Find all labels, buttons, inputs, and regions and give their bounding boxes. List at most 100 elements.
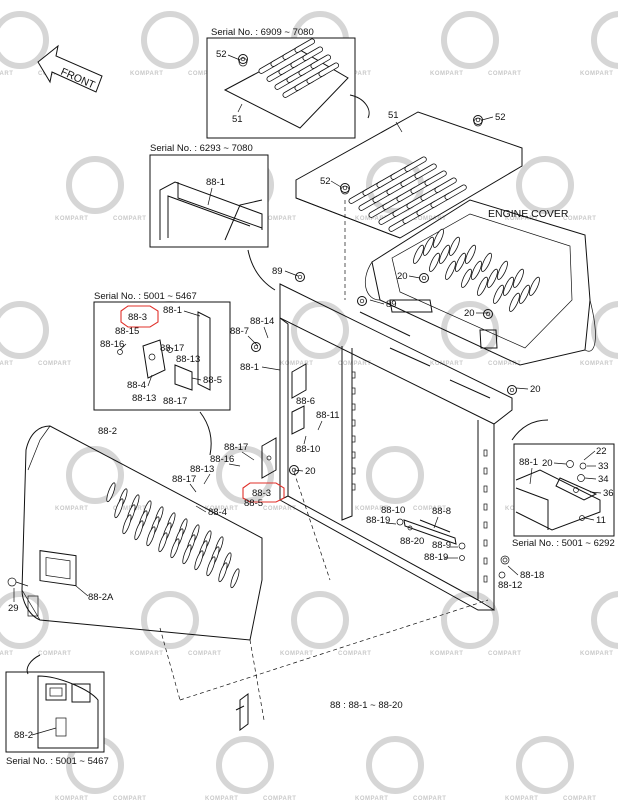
watermark-text: KOMPART <box>0 651 13 657</box>
watermark-text: KOMPART <box>130 71 163 77</box>
vent-slot <box>513 268 524 288</box>
label-20-right: 20 <box>530 384 541 395</box>
frame-hole <box>351 483 356 491</box>
frame-hole <box>351 419 356 427</box>
label-88-7: 88-7 <box>230 326 249 337</box>
label-88-2a: 88-2A <box>88 592 114 603</box>
watermark-text: COMPART <box>263 506 296 512</box>
frame-hole <box>483 485 488 493</box>
label-88-9: 88-9 <box>432 540 451 551</box>
bolt-icon <box>483 309 493 319</box>
vent-slot <box>134 520 144 541</box>
watermark-ring <box>366 736 424 794</box>
watermark-text: COMPART <box>113 796 146 800</box>
bolt-icon <box>289 465 299 475</box>
watermark-text: KOMPART <box>505 796 538 800</box>
label-88-3-highlight: 88-3 <box>128 312 147 323</box>
vent-slot <box>461 268 472 288</box>
watermark-text: COMPART <box>488 361 521 367</box>
label-88-4: 88-4 <box>127 380 146 391</box>
vent-slot <box>146 526 156 547</box>
label-88-17-d: 88-17 <box>172 474 196 485</box>
vent-slot <box>487 268 498 288</box>
watermark-ring <box>591 301 618 359</box>
watermark-ring <box>441 11 499 69</box>
watermark-text: KOMPART <box>355 216 388 222</box>
label-36: 36 <box>603 488 614 499</box>
watermark-ring <box>366 446 424 504</box>
vent-slot <box>429 252 440 272</box>
bolt-icon <box>485 311 491 317</box>
watermark-ring <box>591 591 618 649</box>
watermark-text: COMPART <box>38 71 71 77</box>
vent-slot <box>194 550 204 571</box>
frame-labels: 89 89 20 20 20 88-7 88-14 88-1 88-6 88-1… <box>98 266 541 518</box>
engine-cover: ENGINE COVER <box>364 199 596 366</box>
engine-cover-label: ENGINE COVER <box>488 208 569 220</box>
label-88-8: 88-8 <box>432 506 451 517</box>
label-52: 52 <box>216 49 227 60</box>
vent-slot <box>471 260 482 280</box>
bolt-icon <box>253 344 259 350</box>
watermark-text: COMPART <box>338 651 371 657</box>
inset-top: Serial No. : 6909 ~ 7080 52 51 <box>206 27 356 139</box>
label-51-main: 51 <box>388 110 399 121</box>
label-88-12: 88-12 <box>498 580 522 591</box>
label-88-17: 88-17 <box>160 343 184 354</box>
watermark-text: COMPART <box>113 506 146 512</box>
inset-bottom-left-serial: Serial No. : 5001 ~ 5467 <box>6 756 109 767</box>
vent-slot <box>294 38 316 53</box>
label-88-4-b: 88-4 <box>208 507 227 518</box>
inset-middle-left-serial: Serial No. : 5001 ~ 5467 <box>94 291 197 302</box>
vent-slot <box>449 236 460 256</box>
vent-slot <box>404 156 427 172</box>
watermark-ring <box>591 11 618 69</box>
label-88-1-mid: 88-1 <box>163 305 182 316</box>
vent-slot <box>413 244 424 264</box>
vent-slot <box>509 292 520 312</box>
watermark-text: COMPART <box>413 216 446 222</box>
door-panel-88-2: 29 88-2A <box>7 425 489 731</box>
vent-slot <box>481 252 492 272</box>
frame-hole <box>351 371 356 379</box>
watermark-ring <box>516 736 574 794</box>
frame-hole <box>351 403 356 411</box>
label-88-5-b: 88-5 <box>244 498 263 509</box>
inset-upper-left-serial: Serial No. : 6293 ~ 7080 <box>150 143 253 154</box>
watermark-ring <box>0 11 49 69</box>
frame-hole <box>351 451 356 459</box>
bolt-icon <box>238 54 248 64</box>
watermark-text: COMPART <box>338 361 371 367</box>
label-88-6: 88-6 <box>296 396 315 407</box>
watermark-text: KOMPART <box>580 361 613 367</box>
label-88-2-inset: 88-2 <box>14 730 33 741</box>
inset-upper-left: Serial No. : 6293 ~ 7080 88-1 <box>149 143 276 291</box>
watermark-text: COMPART <box>563 796 596 800</box>
frame-hole <box>483 575 488 583</box>
watermark-text: KOMPART <box>355 506 388 512</box>
watermark-text: KOMPART <box>205 796 238 800</box>
watermark-text: KOMPART <box>280 361 313 367</box>
bolt-icon <box>419 273 429 283</box>
watermark-ring <box>441 591 499 649</box>
label-88-17-b: 88-17 <box>163 396 187 407</box>
front-direction-arrow: FRONT <box>37 44 103 93</box>
vent-slot <box>206 556 216 577</box>
vent-slot <box>218 562 228 583</box>
watermark-text: KOMPART <box>580 651 613 657</box>
label-88-1-right: 88-1 <box>519 457 538 468</box>
watermark-text: COMPART <box>113 216 146 222</box>
watermark-text: COMPART <box>488 651 521 657</box>
watermark-text: KOMPART <box>55 796 88 800</box>
vent-slot <box>445 260 456 280</box>
bolt-icon <box>357 296 367 306</box>
label-88-18: 88-18 <box>520 570 544 581</box>
cover-plate-51: 51 52 52 <box>295 94 523 300</box>
label-33: 33 <box>598 461 609 472</box>
watermark-text: KOMPART <box>205 506 238 512</box>
vent-slot <box>106 482 116 503</box>
label-52-main-left: 52 <box>320 176 331 187</box>
label-88-10-b: 88-10 <box>381 505 405 516</box>
vent-slot <box>302 46 324 61</box>
